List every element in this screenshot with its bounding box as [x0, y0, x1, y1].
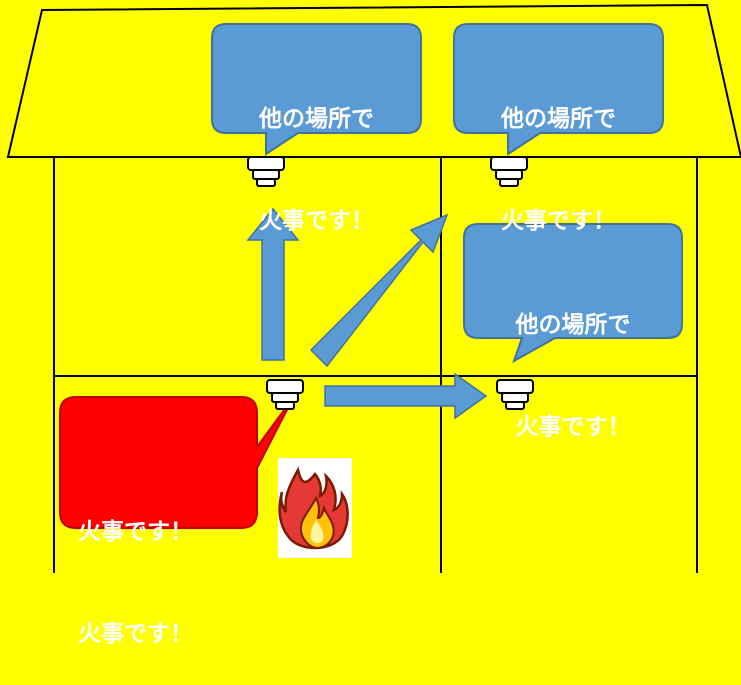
- bubble-line: 他の場所で: [259, 106, 374, 132]
- smoke-detector-icon: [490, 156, 528, 187]
- arrow-up-icon: [246, 207, 300, 361]
- speech-bubble-upper-left: [211, 23, 422, 156]
- bubble-line: 火事です！: [259, 208, 374, 234]
- smoke-detector-icon: [266, 379, 304, 410]
- arrow-diagonal-icon: [309, 213, 449, 368]
- bubble-line: 他の場所で: [515, 312, 631, 338]
- bubble-line: 他の場所で: [501, 106, 616, 132]
- bubble-line: 火事です！: [78, 621, 193, 647]
- fire-icon: [278, 458, 352, 558]
- bubble-text-alarm: 火事です！ 火事です！: [78, 447, 248, 685]
- bubble-text-upper-left: 他の場所で 火事です！: [212, 34, 421, 272]
- bubble-text-middle-right: 他の場所で 火事です！: [464, 240, 682, 478]
- speech-bubble-middle-right: [463, 223, 683, 364]
- speech-bubble-upper-right: [453, 23, 664, 156]
- bubble-text-upper-right: 他の場所で 火事です！: [454, 34, 663, 272]
- house-diagram: [6, 3, 741, 573]
- arrow-right-icon: [324, 372, 488, 420]
- smoke-detector-icon: [496, 379, 534, 410]
- bubble-line: 火事です！: [501, 208, 616, 234]
- bubble-line: 火事です！: [515, 414, 631, 440]
- smoke-detector-icon: [247, 156, 285, 187]
- speech-bubble-alarm: [59, 396, 294, 529]
- bubble-line: 火事です！: [78, 519, 193, 545]
